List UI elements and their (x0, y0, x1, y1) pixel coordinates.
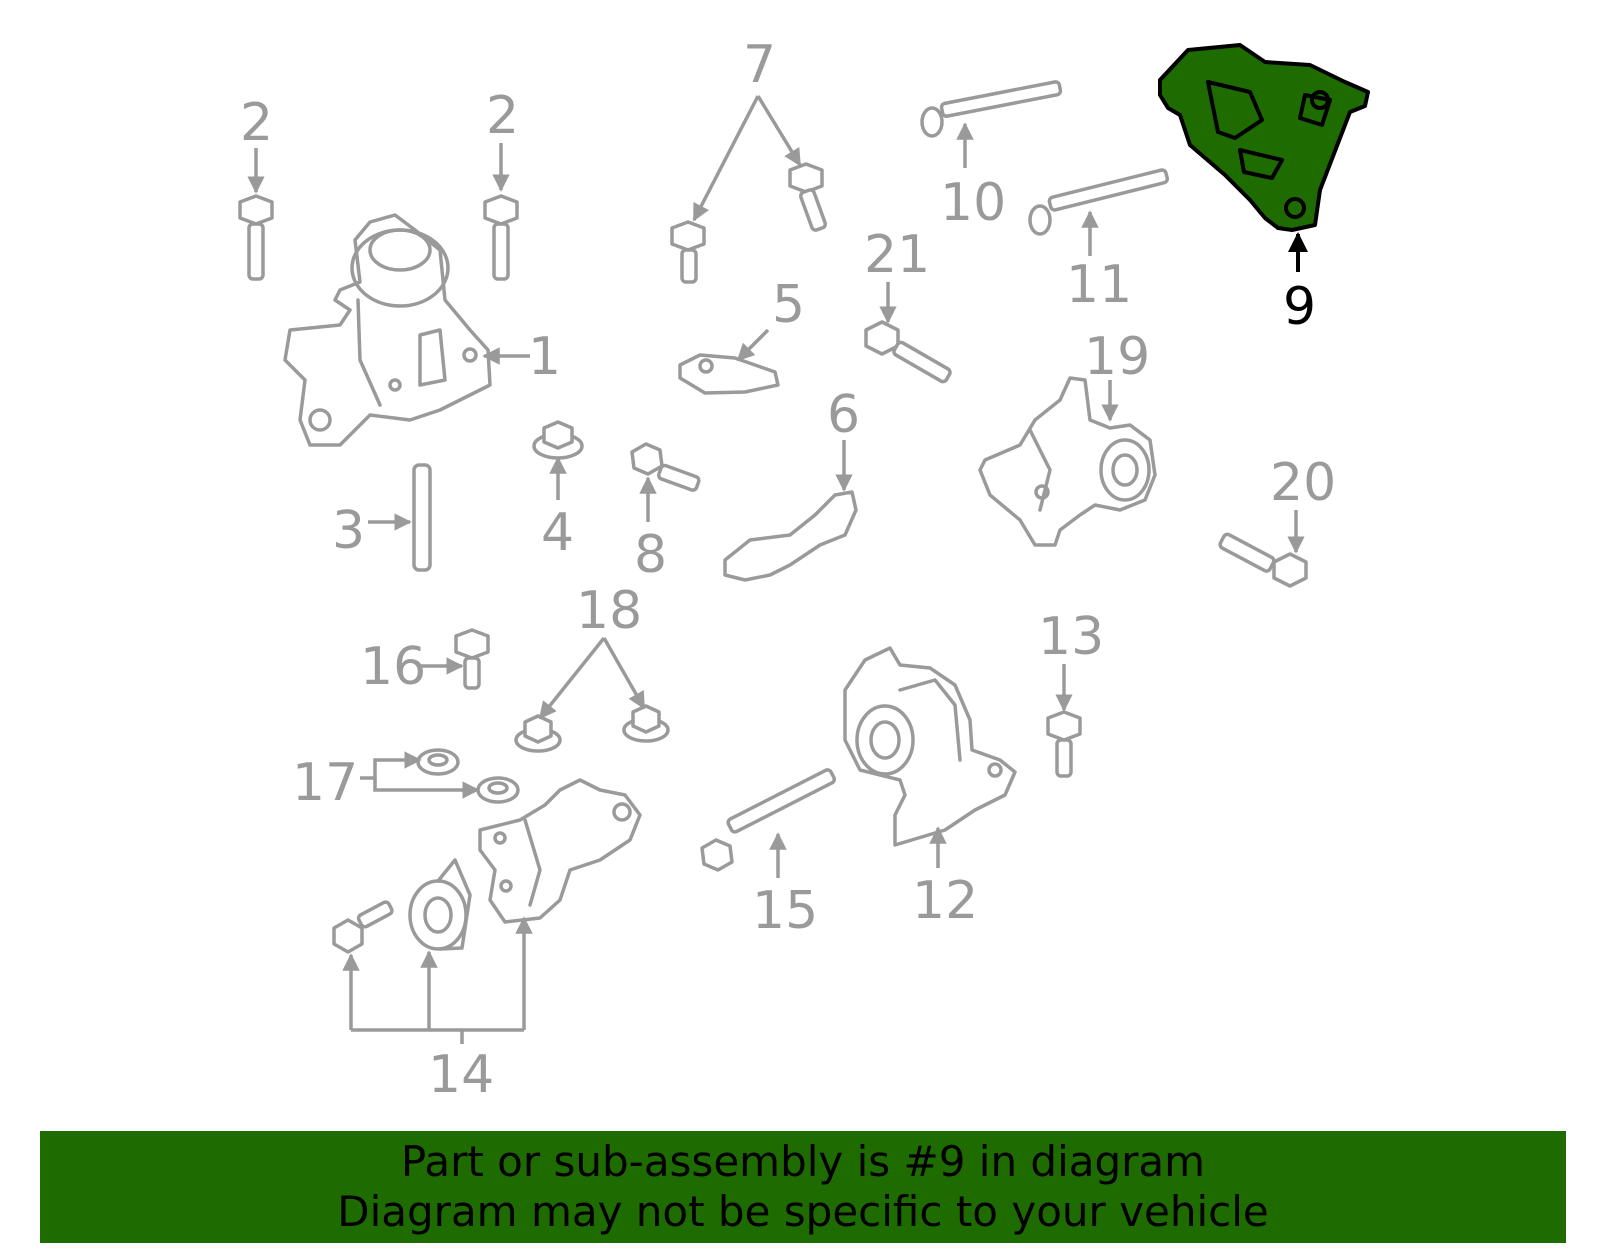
callout-17: 17 (292, 753, 358, 813)
callout-6: 6 (827, 385, 860, 445)
callout-14: 14 (428, 1045, 494, 1105)
callout-12: 12 (912, 871, 978, 931)
part-8-bolt (630, 442, 701, 492)
part-2-bolt-left (238, 194, 274, 281)
info-banner: Part or sub-assembly is #9 in diagram Di… (40, 1131, 1566, 1243)
part-6-plate (723, 490, 858, 582)
part-5-bracket (678, 353, 780, 395)
part-7-bolt-left (670, 220, 706, 284)
callout-5: 5 (772, 275, 805, 335)
callout-11: 11 (1066, 255, 1132, 315)
callout-2a: 2 (240, 93, 273, 153)
callout-21: 21 (864, 225, 930, 285)
leader-7b (756, 95, 802, 167)
part-11-long-bolt (1028, 168, 1170, 236)
part-16-bolt (454, 628, 490, 690)
callout-18: 18 (576, 581, 642, 641)
callout-20: 20 (1270, 453, 1336, 513)
callout-13: 13 (1038, 607, 1104, 667)
banner-line-1: Part or sub-assembly is #9 in diagram (400, 1137, 1206, 1186)
part-7-bolt-right (788, 162, 828, 232)
part-15-long-bolt (700, 768, 837, 872)
leader-17b (373, 778, 480, 799)
part-14-assembly (332, 778, 642, 954)
callout-10: 10 (940, 173, 1006, 233)
part-19-transmission-mount (978, 376, 1157, 547)
part-10-long-bolt (920, 80, 1063, 138)
leader-7a (692, 95, 760, 222)
callout-2b: 2 (486, 86, 519, 146)
part-18-nuts (514, 704, 670, 753)
callout-1: 1 (528, 327, 561, 387)
callout-7: 7 (743, 35, 776, 95)
callout-9: 9 (1283, 277, 1316, 337)
part-2-bolt-right (483, 194, 519, 281)
leader-18b (602, 637, 646, 710)
part-13-bolt (1046, 710, 1082, 778)
leader-14-bar (351, 1028, 524, 1044)
part-9-mount-bracket (1158, 43, 1370, 232)
part-21-bolt (864, 320, 952, 384)
callout-19: 19 (1084, 327, 1150, 387)
callout-15: 15 (752, 881, 818, 941)
leader-5 (736, 328, 770, 362)
part-17-washers (416, 748, 520, 804)
part-4-nut (532, 420, 584, 460)
callout-16: 16 (360, 637, 426, 697)
callout-8: 8 (634, 525, 667, 585)
leader-17a (360, 751, 422, 780)
part-3-stud (412, 463, 432, 572)
leader-18a (538, 636, 606, 720)
part-20-bolt (1218, 532, 1308, 588)
part-1-engine-mount (283, 213, 492, 447)
banner-background (40, 1131, 1566, 1243)
callout-4: 4 (541, 503, 574, 563)
callout-3: 3 (332, 501, 365, 561)
part-12-rear-mount (843, 646, 1017, 847)
banner-line-2: Diagram may not be specific to your vehi… (337, 1187, 1269, 1236)
